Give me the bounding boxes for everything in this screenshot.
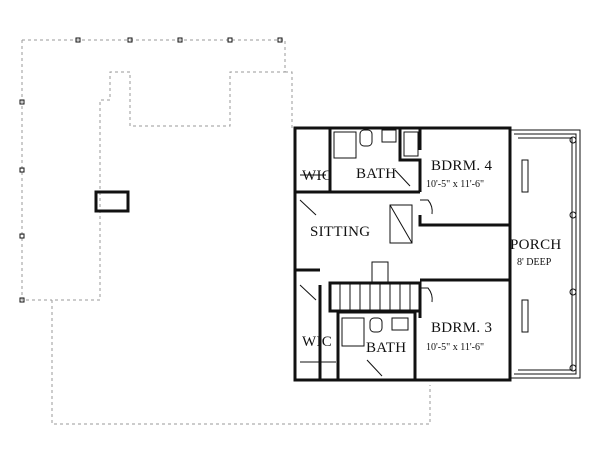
room-label-wic-upper: WIC [302, 168, 332, 184]
fixtures [300, 129, 419, 363]
room-label-bath-upper: BATH [356, 166, 396, 182]
room-label-wic-lower: WIC [302, 334, 332, 350]
room-dimensions-bdrm-3: 10'-5" x 11'-6" [426, 342, 484, 353]
room-label-sitting: SITTING [310, 224, 370, 240]
room-label-bdrm-4: BDRM. 4 [431, 158, 492, 174]
chimney [94, 190, 130, 213]
room-label-bdrm-3: BDRM. 3 [431, 320, 492, 336]
interior-walls [295, 128, 510, 380]
doors [299, 169, 433, 377]
porch-depth: 8' DEEP [517, 257, 552, 268]
room-label-bath-lower: BATH [366, 340, 406, 356]
porch-structure [510, 129, 581, 379]
room-dimensions-bdrm-4: 10'-5" x 11'-6" [426, 179, 484, 190]
exterior-walls [293, 126, 512, 382]
roof-outline [19, 37, 431, 425]
room-label-porch: PORCH [510, 237, 562, 253]
stair-treads [339, 283, 411, 311]
